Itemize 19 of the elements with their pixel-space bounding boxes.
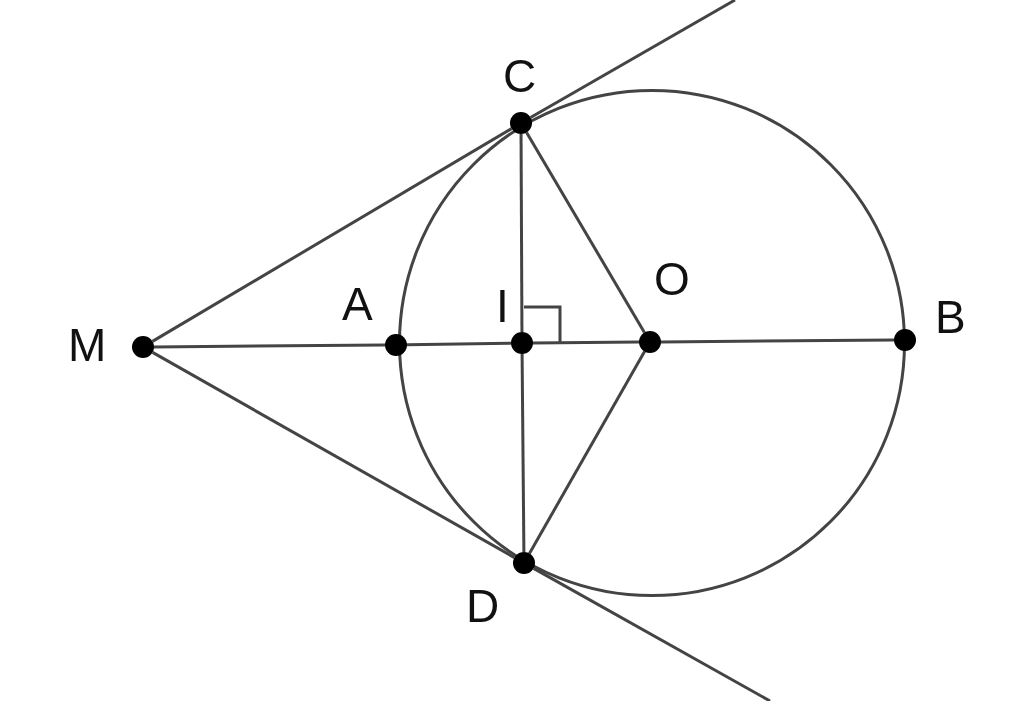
line-segment [529,0,736,119]
point-label: C [503,53,537,99]
line-segment [525,131,646,334]
point-label: I [496,283,509,329]
point-label: A [342,281,373,327]
point-label: D [466,583,500,629]
line-segment [532,567,771,701]
point-label: O [654,256,690,302]
line-segment [406,341,512,347]
line-segment [520,354,526,552]
line-segment [154,343,385,349]
line-segment [519,134,524,332]
line-segment [533,340,639,345]
point-label: M [68,322,107,368]
line-segment [151,351,516,559]
line-segment [151,127,513,343]
line-segment [661,338,894,344]
point-label: B [935,294,966,340]
line-segment [528,350,646,555]
